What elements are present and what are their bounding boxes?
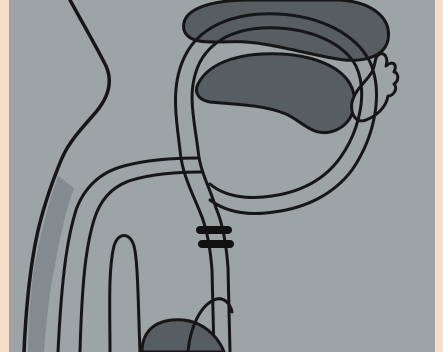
clamp-band-lower — [198, 240, 234, 248]
clamp-band-upper — [196, 226, 232, 234]
